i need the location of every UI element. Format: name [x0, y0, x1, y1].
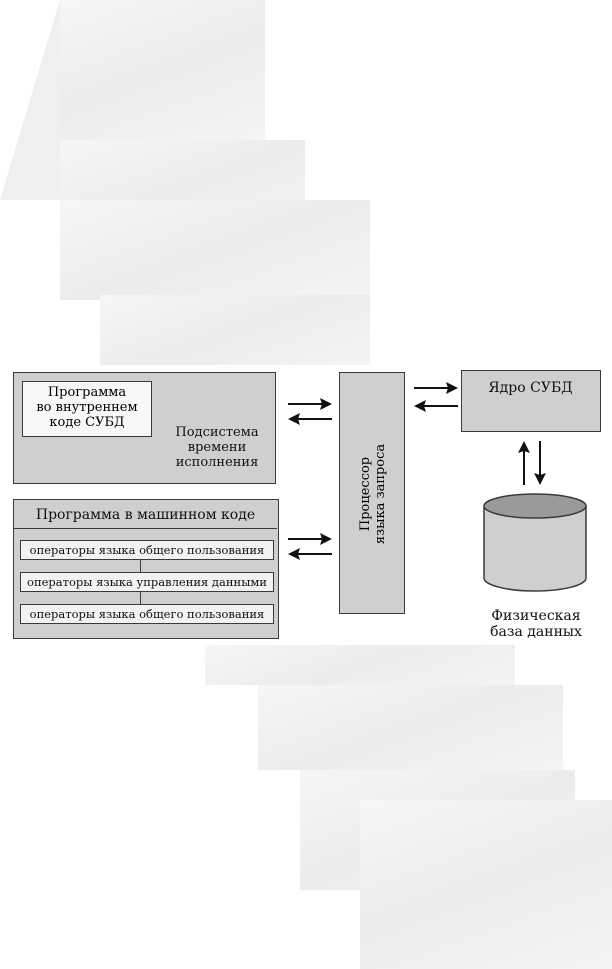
query-processor-label: Процессор языка запроса [340, 373, 406, 615]
background-shape [258, 685, 563, 770]
operator-connector [140, 560, 141, 572]
background-shape [360, 800, 612, 969]
physical-db-line-2: база данных [490, 624, 582, 640]
background-shape [60, 0, 265, 140]
bidirectional-arrow-machine-processor [288, 533, 332, 560]
physical-db-line-1: Физическая [491, 608, 581, 624]
bidirectional-arrow-processor-core [414, 382, 458, 412]
background-shape [100, 295, 370, 365]
query-processor-box: Процессор языка запроса [339, 372, 405, 614]
subsystem-label-line-2: времени [187, 440, 247, 455]
program-label-line-1: Программа [47, 385, 127, 400]
machine-code-title: Программа в машинном коде [35, 507, 256, 523]
background-shape [60, 200, 370, 300]
subsystem-label-line-3: исполнения [175, 455, 259, 470]
dbms-core-box: Ядро СУБД [461, 370, 601, 432]
runtime-subsystem-box: Программа во внутреннем коде СУБД Подсис… [13, 372, 276, 484]
title-divider [14, 528, 277, 529]
dbms-core-label: Ядро СУБД [488, 380, 573, 396]
operator-box-general-1: операторы языка общего пользования [20, 540, 274, 560]
background-shape [0, 0, 60, 200]
machine-code-program-box: Программа в машинном коде операторы язык… [13, 499, 279, 639]
operator-connector [140, 592, 141, 604]
program-label-line-3: коде СУБД [49, 415, 125, 430]
runtime-subsystem-label: Подсистема времени исполнения [162, 425, 272, 470]
program-label-line-2: во внутреннем [36, 400, 138, 415]
background-shape [205, 645, 515, 685]
bidirectional-arrow-core-database [518, 441, 546, 485]
bidirectional-arrow-runtime-processor [288, 398, 332, 425]
internal-code-program-box: Программа во внутреннем коде СУБД [22, 381, 152, 437]
operator-box-general-2: операторы языка общего пользования [20, 604, 274, 624]
query-processor-line-1: Процессор [358, 456, 373, 532]
subsystem-label-line-1: Подсистема [175, 425, 259, 440]
operator-box-data-control: операторы языка управления данными [20, 572, 274, 592]
dbms-architecture-diagram: Программа во внутреннем коде СУБД Подсис… [0, 365, 612, 645]
database-cylinder-icon [483, 493, 587, 592]
query-processor-line-2: языка запроса [373, 443, 388, 545]
physical-database-label: Физическая база данных [466, 608, 606, 640]
